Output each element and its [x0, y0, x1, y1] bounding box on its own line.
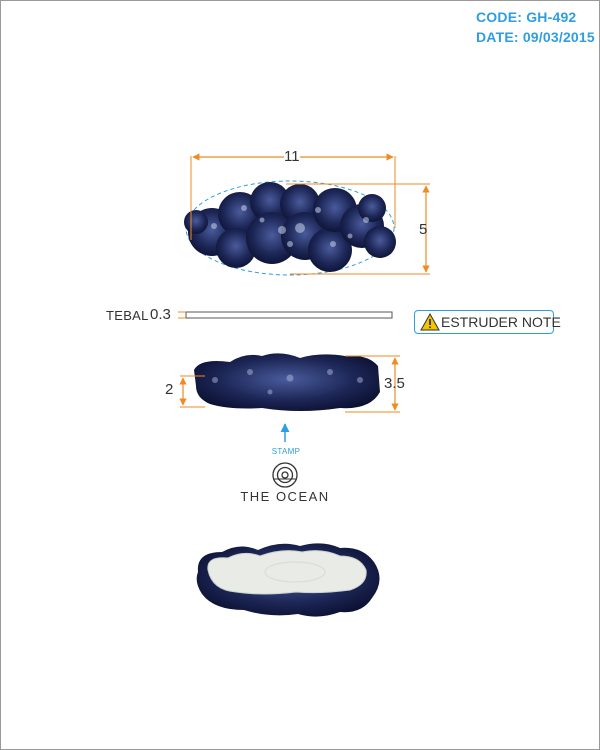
side-height-high-value: 3.5: [384, 375, 405, 392]
width-dimension: [286, 183, 430, 275]
product-date: DATE: 09/03/2015: [476, 29, 595, 45]
thickness-bar: [178, 311, 393, 319]
estruder-note-box: ESTRUDER NOTE: [414, 310, 561, 334]
side-height-high-dimension: [345, 355, 400, 413]
side-view-product: [194, 353, 380, 411]
product-code: CODE: GH-492: [476, 9, 577, 25]
length-value: 11: [284, 148, 300, 165]
thickness-label: TEBAL: [106, 308, 149, 323]
top-view-glaze-shape: [184, 182, 396, 272]
length-dimension: [190, 148, 396, 240]
estruder-note-label: ESTRUDER NOTE: [441, 314, 561, 330]
concentric-circle-logo: [272, 462, 298, 488]
bottom-view-product: [196, 543, 380, 617]
thickness-value: 0.3: [150, 306, 171, 323]
width-value: 5: [419, 221, 428, 238]
side-height-low-dimension: [179, 375, 205, 408]
stamp-label: STAMP: [271, 447, 301, 456]
warning-triangle-icon: [420, 313, 440, 331]
top-view-product: [184, 180, 396, 276]
side-height-low-value: 2: [165, 381, 174, 398]
brand-name: THE OCEAN: [240, 489, 330, 504]
